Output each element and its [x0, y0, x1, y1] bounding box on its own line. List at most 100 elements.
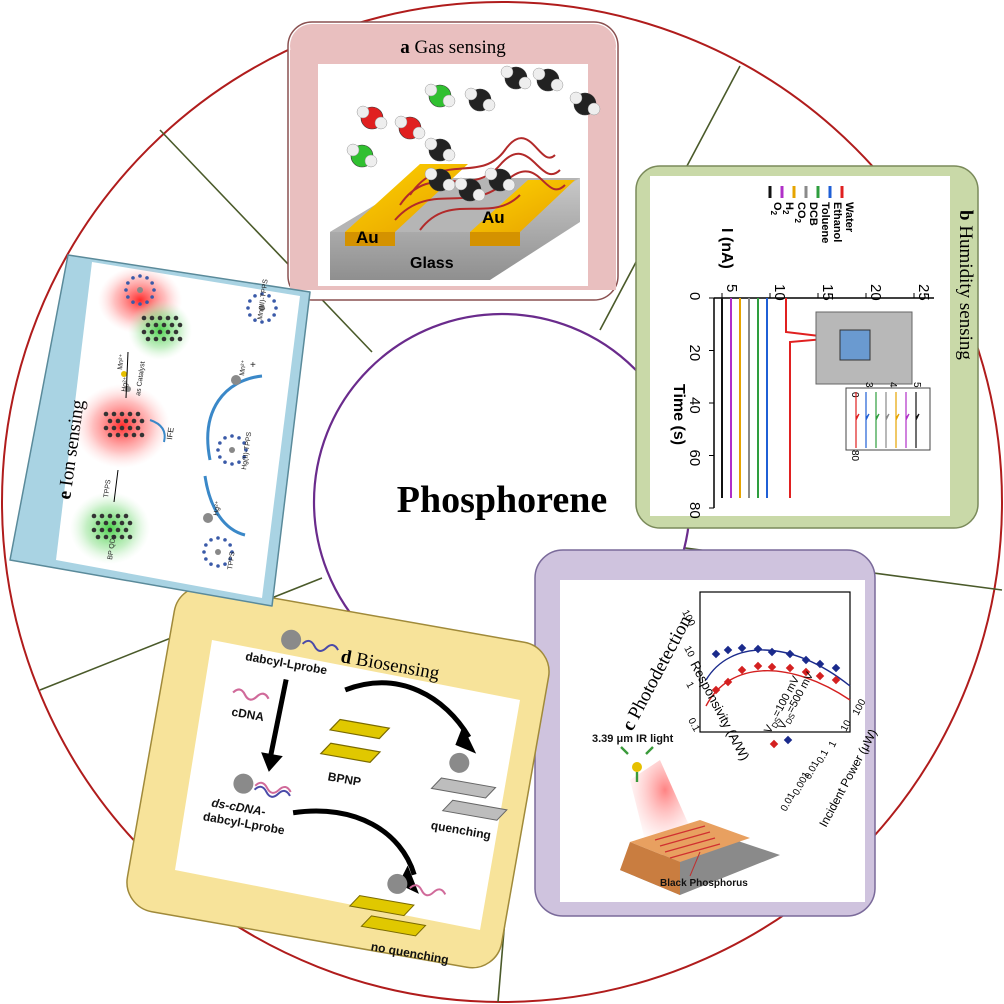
c-point-500mv [801, 655, 811, 665]
arrow-quenching [344, 680, 472, 739]
porphyrin-atom [218, 441, 222, 445]
qd-atom [119, 520, 125, 526]
b-inset-tick-label: 3 [863, 382, 874, 388]
qd-atom [115, 527, 121, 533]
b-time-tick-label: 40 [686, 397, 703, 414]
qd-atom [99, 527, 105, 533]
porphyrin-atom [131, 276, 135, 280]
c-point-500mv [831, 663, 841, 673]
qd-atom [135, 425, 141, 431]
qd-atom [107, 418, 113, 424]
porphyrin-atom [260, 292, 264, 296]
qd-atom [153, 336, 159, 342]
porphyrin-atom [223, 562, 227, 566]
porphyrin-atom [216, 564, 220, 568]
qd-atom [157, 329, 163, 335]
panel-a-title-text: Gas sensing [414, 37, 506, 58]
qd-atom [115, 418, 121, 424]
c-xtick-label: 10 [839, 718, 854, 733]
gas-molecule-5 [500, 65, 532, 90]
porphyrin-atom [237, 460, 241, 464]
porphyrin-atom [230, 462, 234, 466]
porphyrin-atom [131, 300, 135, 304]
c-point-500mv [815, 659, 825, 669]
qd-atom [91, 513, 97, 519]
porphyrin-atom [216, 448, 220, 452]
label-tpps-arrow: TPPS [103, 479, 113, 498]
qd-atom [141, 329, 147, 335]
b-device-photo-sensor [839, 329, 871, 361]
panel-a-title: a Gas sensing [400, 37, 506, 58]
label-catalyst: as Catalyst [135, 361, 147, 396]
qd-atom [99, 513, 105, 519]
porphyrin-atom [260, 320, 264, 324]
qd-atom [119, 425, 125, 431]
panel-a-letter: a [400, 37, 410, 58]
porphyrin-atom [223, 460, 227, 464]
c-point-500mv [753, 644, 763, 654]
porphyrin-atom [272, 313, 276, 317]
porphyrin-atom [228, 543, 232, 547]
porphyrin-atom [126, 295, 130, 299]
mn-ion-dot [231, 375, 241, 385]
qd-atom [111, 411, 117, 417]
c-point-100mv [831, 675, 841, 685]
porphyrin-atom [145, 300, 149, 304]
b-inset-series [875, 392, 880, 448]
b-current-tick-label: 15 [819, 284, 836, 301]
qd-atom [95, 534, 101, 540]
porphyrin-atom [209, 562, 213, 566]
qd-atom [149, 315, 155, 321]
gas-molecule-11 [484, 167, 516, 192]
label-tpps-bottom: TPPS [227, 551, 237, 570]
porphyrin-atom [246, 306, 250, 310]
porphyrin-atom [145, 276, 149, 280]
dabcyl-icon-3 [449, 752, 470, 773]
label-au-right: Au [482, 208, 505, 227]
qd-atom [145, 336, 151, 342]
dabcyl-icon-4 [387, 873, 408, 894]
label-mn-ion: Mn²⁺ [117, 353, 126, 370]
b-legend-label: DCB [807, 202, 819, 226]
c-legend-marker [769, 739, 779, 749]
qd-atom [123, 418, 129, 424]
au-electrode-left-front [345, 232, 395, 246]
label-black-phosphorus: Black Phosphorus [660, 878, 748, 889]
panel-d-figure [175, 640, 520, 930]
arrow-hybridize [268, 679, 289, 757]
qd-atom [139, 418, 145, 424]
b-inset-tick-label: 5 [911, 382, 922, 388]
porphyrin-atom [218, 455, 222, 459]
c-fit-blue [705, 649, 851, 687]
arrow-tpps [113, 469, 119, 503]
qd-atom [157, 315, 163, 321]
arrow-no-quenching-head [398, 865, 419, 894]
gas-molecule-8 [346, 143, 378, 168]
gas-molecule-10 [454, 177, 486, 202]
qd-atom [165, 329, 171, 335]
free-duplex-strand-icon [409, 884, 447, 897]
c-point-100mv [801, 667, 811, 677]
label-hg-ion: Hg²⁺ [121, 376, 130, 392]
qd-atom [177, 322, 183, 328]
b-inset-series [905, 392, 910, 448]
porphyrin-atom [204, 557, 208, 561]
arrow-catalyst [125, 351, 129, 399]
porphyrin-atom [216, 536, 220, 540]
qd-atom [161, 336, 167, 342]
c-point-100mv [785, 663, 795, 673]
porphyrin-atom [230, 434, 234, 438]
quenched-platelets [430, 777, 508, 821]
porphyrin-structures [124, 274, 278, 568]
porphyrin-atom [124, 288, 128, 292]
c-point-500mv [767, 647, 777, 657]
qd-atom [103, 411, 109, 417]
c-plot-frame [699, 591, 851, 733]
bp-pointer [689, 851, 701, 877]
qd-atom [119, 534, 125, 540]
c-ytick-label: 10 [681, 644, 696, 659]
c-point-500mv [723, 645, 733, 655]
panel-e-letter: e [54, 489, 76, 500]
c-point-100mv [737, 665, 747, 675]
